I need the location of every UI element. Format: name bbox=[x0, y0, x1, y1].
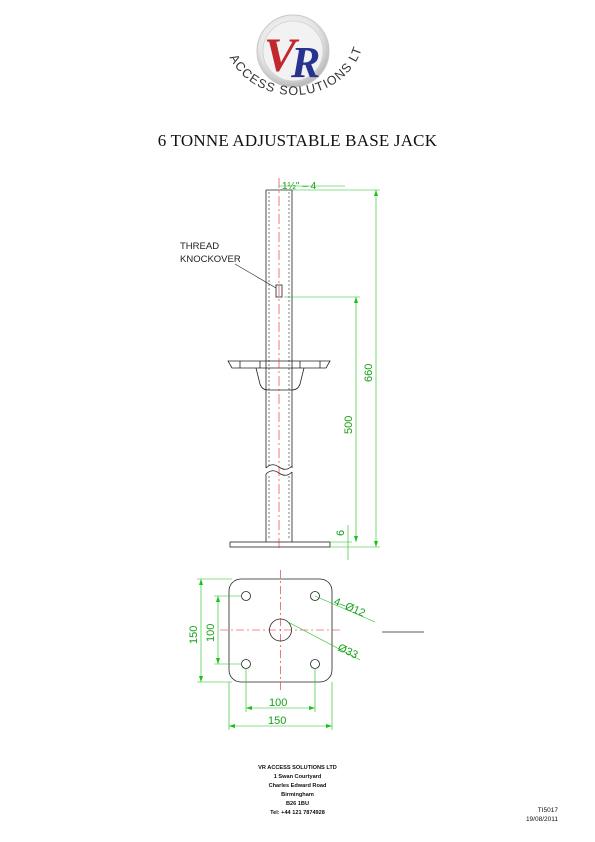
company-address-block: VR ACCESS SOLUTIONS LTD 1 Swan Courtyard… bbox=[0, 764, 595, 818]
dim-centre-hole: Ø33 bbox=[336, 642, 360, 662]
dim-plate-thickness: 6 bbox=[335, 530, 347, 536]
knockover-label-line1: THREAD bbox=[180, 241, 219, 252]
leader-hole-diameter bbox=[314, 595, 376, 623]
knockover-label-line2: KNOCKOVER bbox=[180, 254, 241, 265]
dim-bolt-holes: 4–Ø12 bbox=[332, 596, 367, 620]
knockover-leader bbox=[234, 263, 277, 289]
address-line-3: Birmingham bbox=[281, 792, 314, 798]
postcode: B26 1BU bbox=[285, 801, 309, 807]
dim-total-height: 660 bbox=[363, 364, 375, 382]
drawing-reference: TI5017 19/08/2011 bbox=[526, 806, 558, 824]
leader-centre-hole bbox=[287, 621, 361, 661]
logo-v-letter: V bbox=[264, 29, 300, 82]
thread-spec-label: 1½" – 4 bbox=[282, 181, 317, 192]
address-line-1: 1 Swan Courtyard bbox=[273, 774, 322, 780]
dim-plate-outer-horizontal: 150 bbox=[268, 715, 286, 727]
telephone: Tel: +44 121 7874928 bbox=[270, 810, 325, 816]
company-name: VR ACCESS SOLUTIONS LTD bbox=[258, 765, 337, 771]
dim-plate-outer-vertical: 150 bbox=[188, 626, 200, 644]
company-logo: V R ACCESS SOLUTIONS LTD. bbox=[215, 5, 364, 98]
bolt-hole bbox=[310, 659, 320, 669]
base-plate-side bbox=[229, 541, 331, 548]
bolt-hole bbox=[241, 591, 251, 601]
dim-hole-pitch-vertical: 100 bbox=[205, 624, 217, 642]
dim-hole-pitch-horizontal: 100 bbox=[269, 697, 287, 709]
thread-knockover bbox=[275, 284, 283, 298]
logo-r-letter: R bbox=[290, 38, 320, 87]
drawing-code: TI5017 bbox=[537, 807, 558, 814]
bolt-hole bbox=[241, 659, 251, 669]
drawing-title: 6 TONNE ADJUSTABLE BASE JACK bbox=[157, 131, 438, 150]
drawing-date: 19/08/2011 bbox=[525, 816, 558, 823]
dim-knockover-height: 500 bbox=[343, 416, 355, 434]
bolt-hole bbox=[310, 591, 320, 601]
adjusting-handle bbox=[227, 360, 331, 391]
threaded-bar bbox=[265, 189, 293, 542]
address-line-2: Charles Edward Road bbox=[268, 783, 327, 789]
